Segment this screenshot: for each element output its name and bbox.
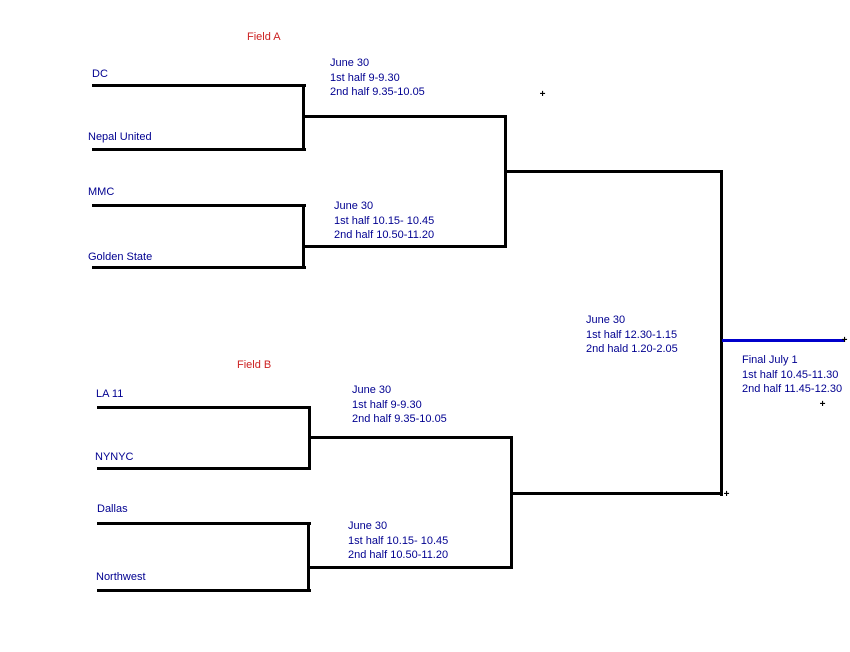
schedule-line: 2nd half 10.50-11.20 [348, 549, 449, 561]
team-label-dc: DC [92, 68, 108, 80]
schedule-line: 2nd half 11.45-12.30 [742, 383, 843, 395]
schedule-line: 1st half 9-9.30 [352, 398, 422, 411]
schedule-field-b-match2: June 30 1st half 10.15- 10.45 2nd half 1… [348, 519, 448, 563]
schedule-line: June 30 [586, 314, 626, 326]
field-a-label: Field A [247, 31, 281, 43]
schedule-line: June 30 [334, 200, 374, 212]
line-a-match2-vertical [302, 204, 305, 269]
line-a-semifinal-vertical [504, 115, 507, 248]
schedule-line: 2nd half 10.50-11.20 [334, 229, 435, 241]
schedule-line: 1st half 10.15- 10.45 [348, 534, 449, 547]
schedule-field-a-match2: June 30 1st half 10.15- 10.45 2nd half 1… [334, 199, 434, 243]
schedule-line: Final July 1 [742, 354, 798, 366]
plus-marker-under-final-text: + [819, 399, 826, 410]
schedule-line: 1st half 12.30-1.15 [586, 328, 678, 341]
team-label-nynyc: NYNYC [95, 451, 134, 463]
line-b-semifinal-out [510, 492, 723, 495]
schedule-semifinal: June 30 1st half 12.30-1.15 2nd hald 1.2… [586, 313, 678, 357]
schedule-field-a-match1: June 30 1st half 9-9.30 2nd half 9.35-10… [330, 56, 425, 100]
schedule-final: Final July 1 1st half 10.45-11.30 2nd ha… [742, 353, 842, 397]
line-a-match2-out [302, 245, 507, 248]
schedule-field-b-match1: June 30 1st half 9-9.30 2nd half 9.35-10… [352, 383, 447, 427]
line-a-team2 [92, 148, 306, 151]
team-label-mmc: MMC [88, 186, 115, 198]
schedule-line: 1st half 10.45-11.30 [742, 368, 839, 381]
schedule-line: June 30 [348, 520, 388, 532]
field-b-label: Field B [237, 359, 272, 371]
line-a-team1 [92, 84, 306, 87]
schedule-line: 1st half 9-9.30 [330, 71, 400, 84]
line-a-team3 [92, 204, 306, 207]
team-label-la-11: LA 11 [96, 388, 124, 400]
line-b-team4 [97, 589, 311, 592]
plus-marker-final-line-end: + [841, 335, 848, 346]
team-label-nepal-united: Nepal United [88, 131, 152, 143]
plus-marker-junction: + [723, 489, 730, 500]
line-b-match1-out [308, 436, 512, 439]
line-b-semifinal-vertical [510, 436, 513, 569]
team-label-golden-state: Golden State [88, 251, 153, 263]
schedule-line: 2nd half 9.35-10.05 [330, 86, 425, 98]
schedule-line: June 30 [330, 57, 370, 69]
line-b-team2 [97, 467, 311, 470]
plus-marker-top: + [539, 89, 546, 100]
line-final-winner [722, 339, 845, 342]
team-label-dallas: Dallas [97, 503, 128, 515]
line-b-team1 [97, 406, 311, 409]
schedule-line: 2nd hald 1.20-2.05 [586, 343, 678, 355]
line-b-team3 [97, 522, 311, 525]
line-a-team4 [92, 266, 306, 269]
line-b-match2-out [307, 566, 512, 569]
schedule-line: 2nd half 9.35-10.05 [352, 413, 447, 425]
line-b-match2-vertical [307, 522, 310, 592]
line-a-match1-out [302, 115, 507, 118]
schedule-line: June 30 [352, 384, 392, 396]
schedule-line: 1st half 10.15- 10.45 [334, 214, 435, 227]
line-a-semifinal-out [504, 170, 723, 173]
line-final-vertical [720, 170, 723, 496]
team-label-northwest: Northwest [96, 571, 146, 583]
